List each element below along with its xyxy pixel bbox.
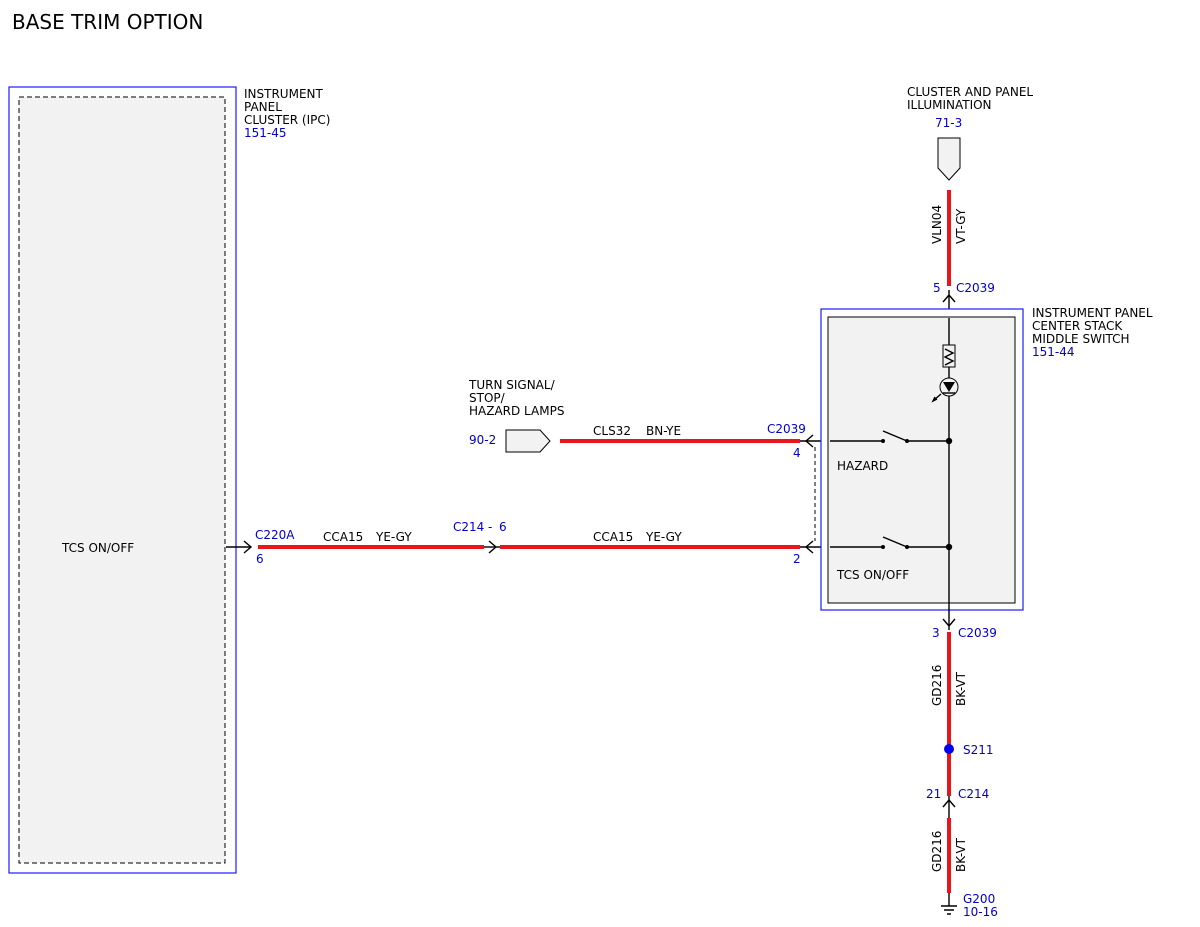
- ground-pin-mid: 21: [926, 787, 941, 801]
- ipc-connector-arrow-icon: [243, 540, 253, 554]
- tcs-switch-blade-icon[interactable]: [882, 536, 908, 548]
- illum-circuit: VLN04: [930, 205, 944, 244]
- tcs-wire-circuit-1: CCA15: [323, 530, 363, 544]
- illum-connector-icon: [937, 137, 961, 181]
- illum-ref[interactable]: 71-3: [935, 116, 962, 130]
- switch-name-line-1: INSTRUMENT PANEL: [1032, 306, 1153, 320]
- resistor-zigzag-icon: [943, 348, 955, 366]
- tcs-wire-color-1: YE-GY: [375, 530, 412, 544]
- led-ray-icon: [931, 393, 942, 403]
- ground-symbol-icon: [941, 905, 957, 915]
- ground-circuit-upper: GD216: [930, 665, 944, 706]
- hazard-switch-blade-icon[interactable]: [882, 430, 908, 442]
- ipc-name-line-1: INSTRUMENT: [244, 87, 323, 101]
- ground-ref[interactable]: 10-16: [963, 905, 998, 919]
- ipc-pin: 6: [256, 552, 264, 566]
- illum-arrow-icon: [942, 293, 956, 303]
- illum-name-line-2: ILLUMINATION: [907, 98, 992, 112]
- page-title: BASE TRIM OPTION: [12, 10, 203, 34]
- illum-pin: 5: [933, 281, 941, 295]
- inline-connector-id[interactable]: C214: [453, 520, 484, 534]
- inline-connector-pin: 6: [499, 520, 507, 534]
- turn-signal-pin: 4: [793, 446, 801, 460]
- pin2-arrow-icon: [804, 540, 814, 554]
- ipc-body: [18, 96, 226, 864]
- turn-signal-color: BN-YE: [646, 424, 681, 438]
- ipc-name-line-3: CLUSTER (IPC): [244, 113, 330, 127]
- turn-signal-ref[interactable]: 90-2: [469, 433, 496, 447]
- switch-name-line-2: CENTER STACK: [1032, 319, 1123, 333]
- tcs-wire-circuit-2: CCA15: [593, 530, 633, 544]
- ipc-tcs-label: TCS ON/OFF: [61, 541, 134, 555]
- ipc-ref[interactable]: 151-45: [244, 126, 287, 140]
- ground-connector-top[interactable]: C2039: [958, 626, 997, 640]
- tcs-switch-contact-1: [881, 545, 885, 549]
- ipc-connector[interactable]: C220A: [255, 528, 295, 542]
- ground-color-upper: BK-VT: [954, 671, 968, 706]
- ground-top-arrow-icon: [942, 618, 956, 628]
- illum-connector[interactable]: C2039: [956, 281, 995, 295]
- pin4-arrow-icon: [804, 434, 814, 448]
- turn-signal-name-line-3: HAZARD LAMPS: [469, 404, 564, 418]
- hazard-switch-contact-1: [881, 439, 885, 443]
- ipc-name-line-2: PANEL: [244, 100, 282, 114]
- switch-body: [827, 316, 1016, 604]
- illum-color: VT-GY: [954, 208, 968, 244]
- ground-circuit-lower: GD216: [930, 831, 944, 872]
- tcs-wire-color-2: YE-GY: [645, 530, 682, 544]
- hazard-label: HAZARD: [837, 459, 888, 473]
- turn-signal-connector-icon: [505, 429, 551, 453]
- switch-ref[interactable]: 151-44: [1032, 345, 1075, 359]
- inline-connector-dash: -: [488, 520, 492, 534]
- ground-connector-mid[interactable]: C214: [958, 787, 989, 801]
- splice-label[interactable]: S211: [963, 743, 994, 757]
- turn-signal-circuit: CLS32: [593, 424, 631, 438]
- turn-signal-connector[interactable]: C2039: [767, 422, 806, 436]
- ground-mid-arrow-icon: [942, 798, 956, 808]
- ground-color-lower: BK-VT: [954, 837, 968, 872]
- illum-name-line-1: CLUSTER AND PANEL: [907, 85, 1033, 99]
- tcs-switch-label: TCS ON/OFF: [836, 568, 909, 582]
- led-diode-icon: [943, 382, 955, 392]
- turn-signal-name-line-1: TURN SIGNAL/: [468, 378, 556, 392]
- ground-pin-top: 3: [932, 626, 940, 640]
- ground-id[interactable]: G200: [963, 892, 995, 906]
- inline-connector-arrow-icon: [488, 540, 498, 554]
- splice-dot[interactable]: [944, 744, 954, 754]
- tcs-wire-pin: 2: [793, 552, 801, 566]
- switch-name-line-3: MIDDLE SWITCH: [1032, 332, 1130, 346]
- turn-signal-name-line-2: STOP/: [469, 391, 506, 405]
